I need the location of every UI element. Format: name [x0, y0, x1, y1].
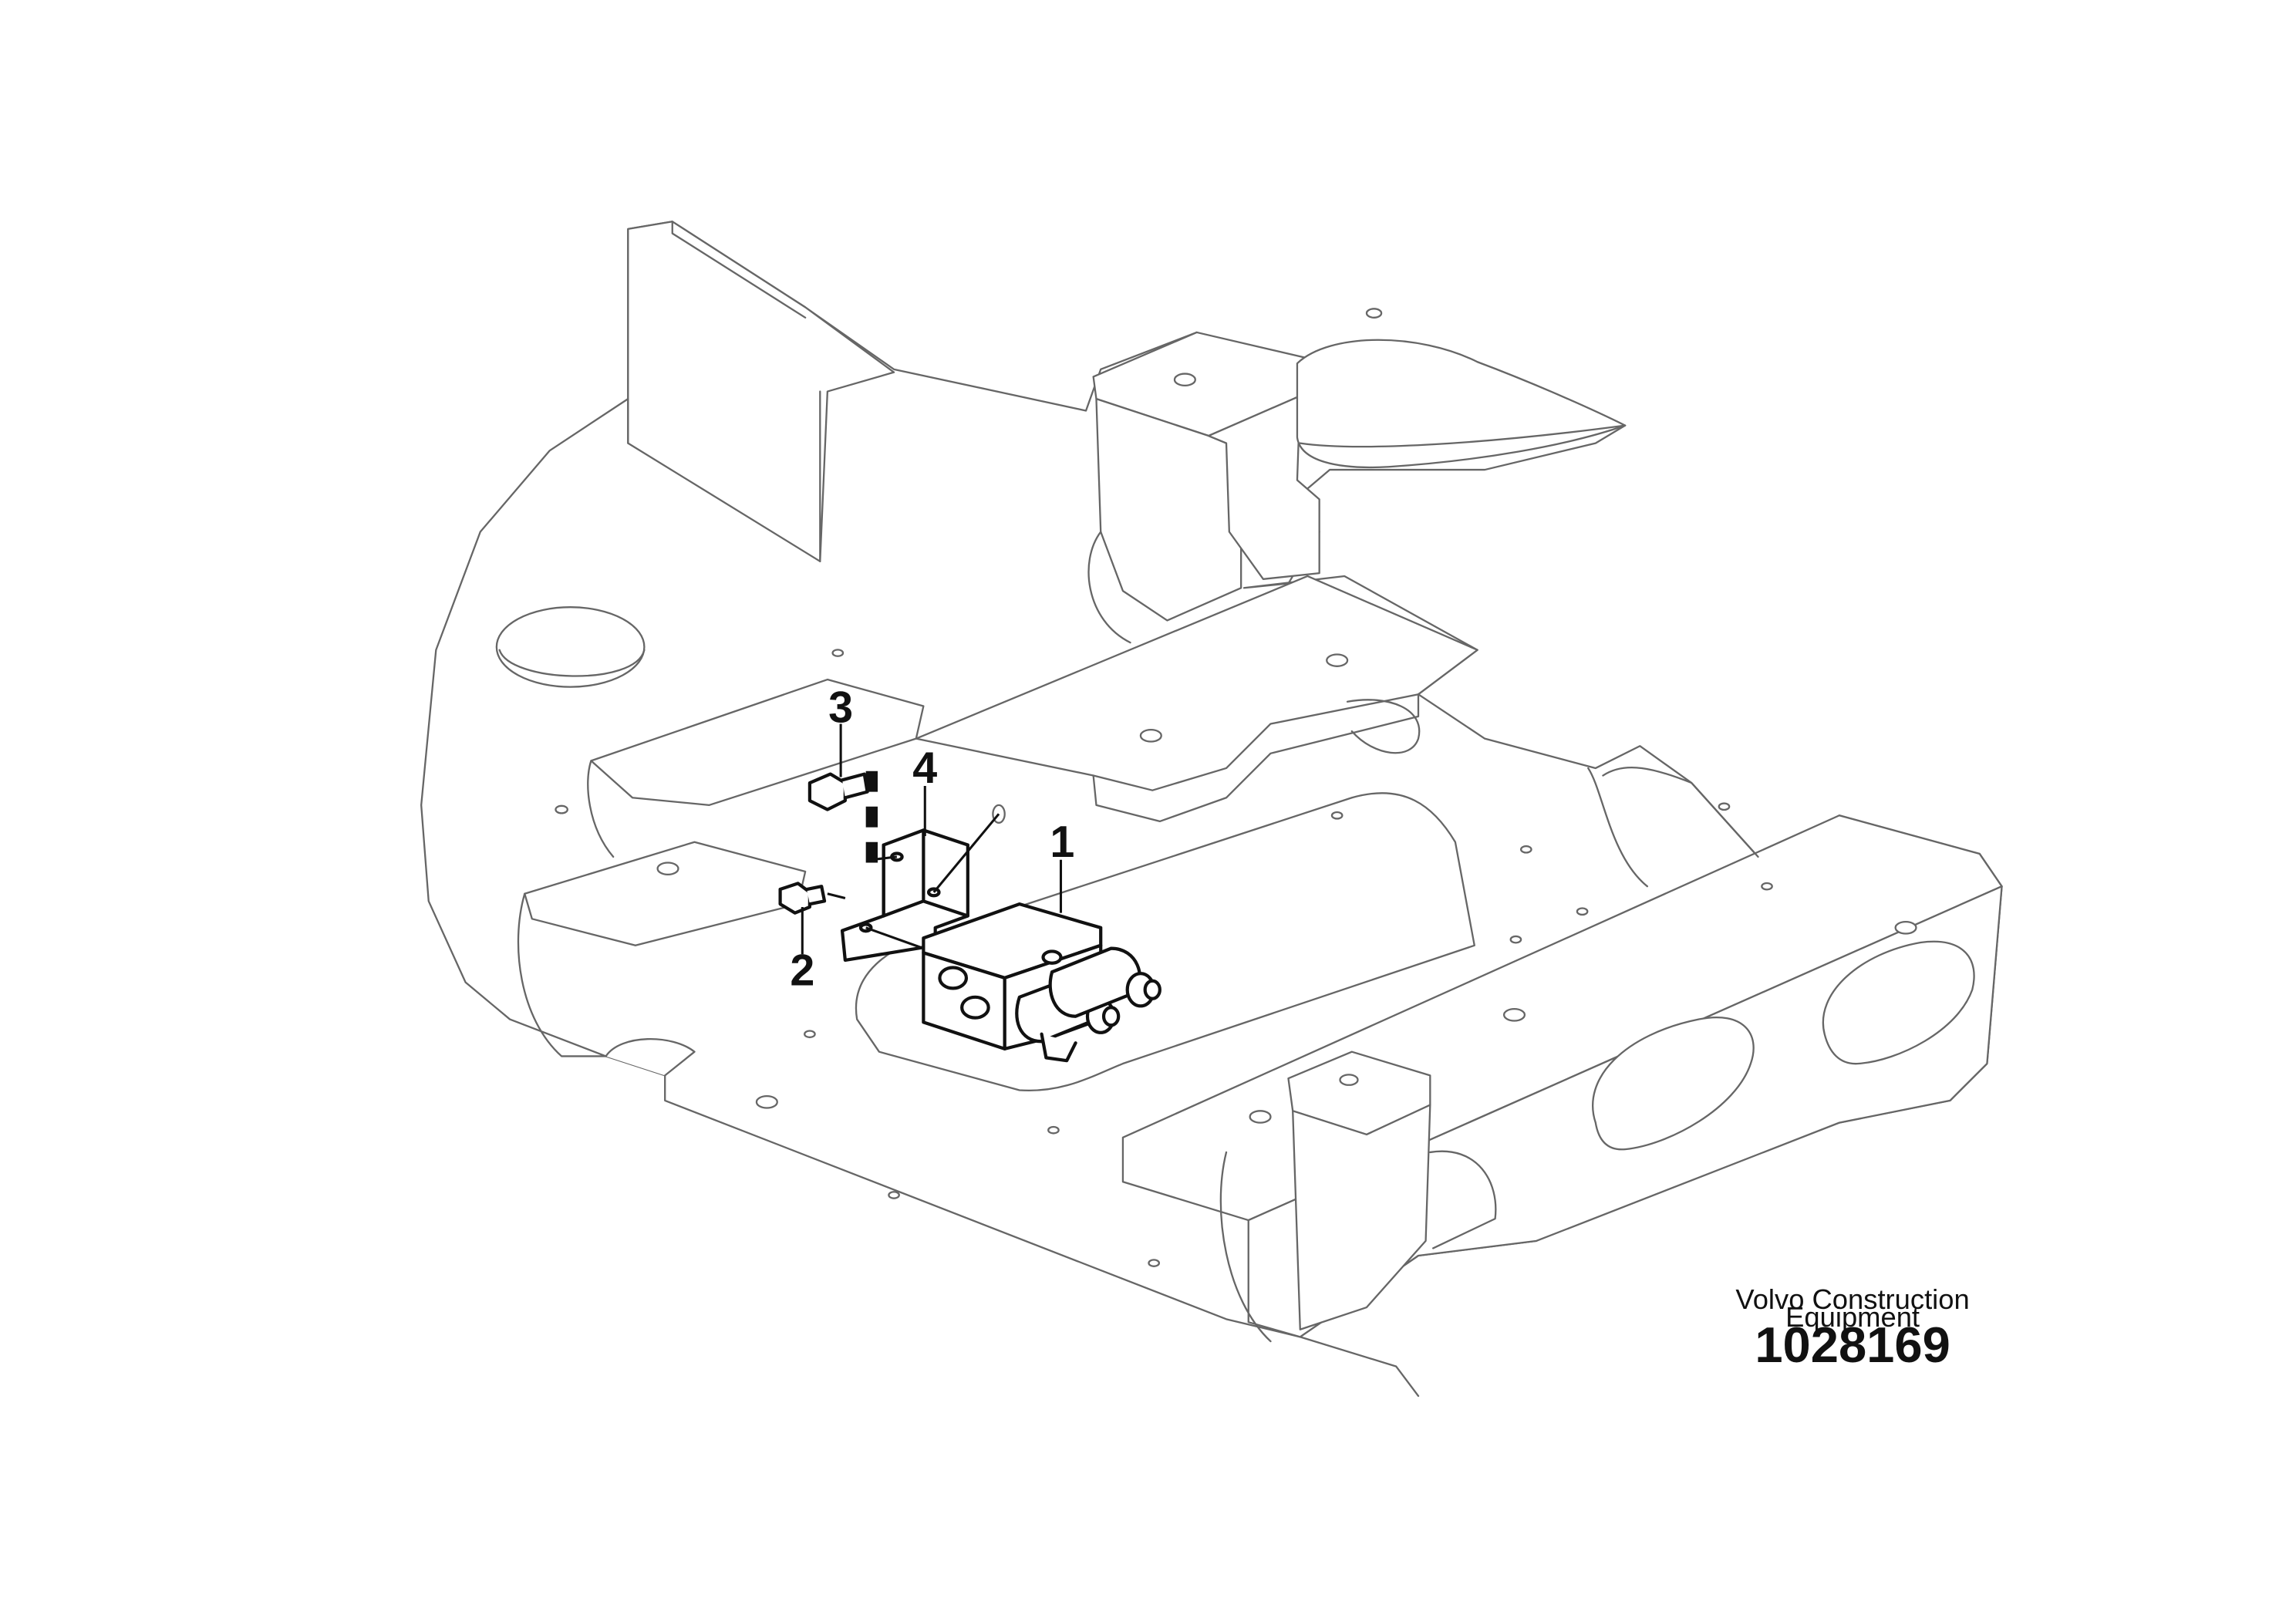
caption-brand-line-1: Volvo Construction: [1735, 1283, 1969, 1315]
callout-1: 1: [1050, 818, 1074, 867]
cross-beam: [915, 575, 1478, 791]
caption-brand-line-2: Equipment: [1785, 1301, 1920, 1333]
caption-figure-number: 1028169: [1755, 1317, 1950, 1373]
upper-frame: [420, 221, 2003, 1398]
screw-part-3: [807, 772, 869, 811]
rear-stand: [627, 221, 895, 562]
side-window-2: [1822, 940, 1975, 1065]
center-hole: [495, 606, 646, 688]
callout-leaders: [801, 723, 1063, 955]
left-rail: [590, 678, 925, 806]
valve-assembly: [778, 771, 1161, 1063]
callout-3: 3: [828, 683, 853, 733]
plate-bolt-holes: [755, 649, 1917, 1267]
callout-2: 2: [790, 946, 814, 996]
callout-4: 4: [912, 744, 937, 793]
screw-part-2: [778, 882, 827, 915]
side-window-1: [1592, 1017, 1755, 1151]
